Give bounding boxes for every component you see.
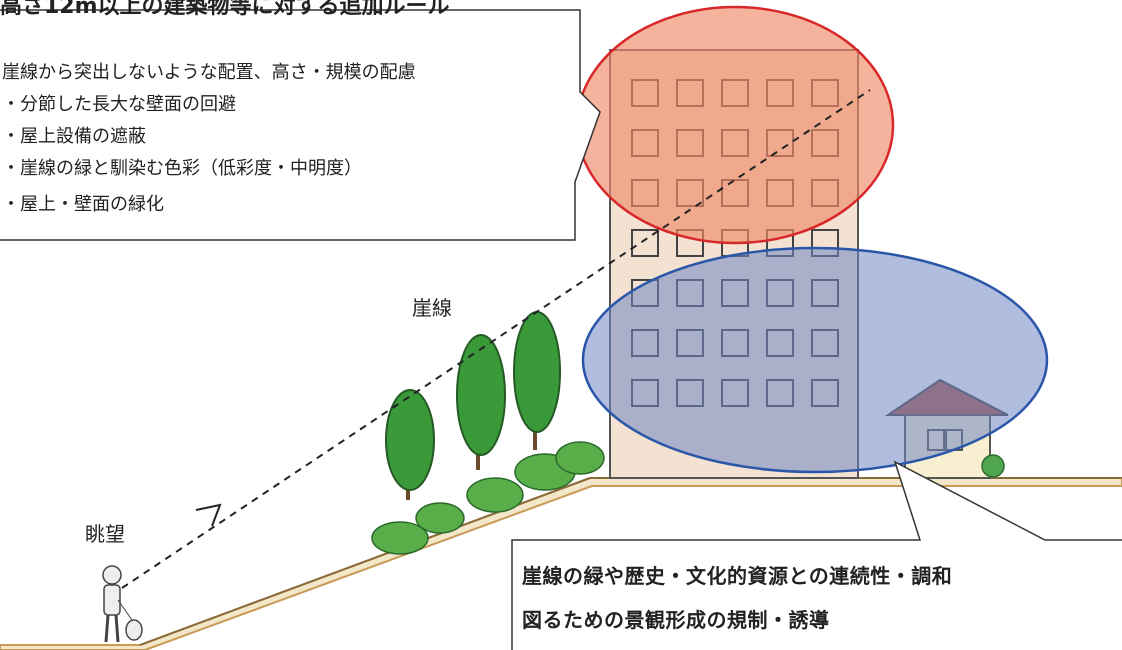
top-callout-item-3: ・屋上設備の遮蔽 [2, 126, 146, 147]
tree-2 [456, 334, 506, 470]
top-callout-box [0, 9, 601, 241]
tree-3 [513, 311, 561, 450]
sight-line [121, 89, 871, 589]
tree-1 [385, 389, 435, 500]
top-callout-item-2: ・分節した長大な壁面の回避 [2, 94, 236, 115]
bottom-callout-line-1: 崖線の緑や歴史・文化的資源との連続性・調和 [522, 564, 953, 588]
bottom-callout-box [511, 460, 1122, 650]
top-callout-item-4: ・崖線の緑と馴染む色彩（低彩度・中明度） [2, 158, 362, 179]
shrubs [371, 441, 605, 555]
person-with-dog [102, 565, 143, 643]
top-callout-item-5: ・屋上・壁面の緑化 [2, 194, 164, 215]
view-label: 眺望 [85, 522, 125, 546]
cliff-line-label: 崖線 [412, 296, 452, 320]
window [631, 229, 659, 257]
top-callout-item-1: 崖線から突出しないような配置、高さ・規模の配慮 [2, 62, 416, 83]
upper-emphasis-ellipse [575, 5, 895, 245]
sight-arrow [195, 503, 222, 527]
top-callout-title: 高さ12m以上の建築物等に対する追加ルール [0, 0, 450, 19]
bottom-callout-line-2: 図るための景観形成の規制・誘導 [522, 608, 830, 632]
lower-emphasis-ellipse [581, 246, 1049, 474]
